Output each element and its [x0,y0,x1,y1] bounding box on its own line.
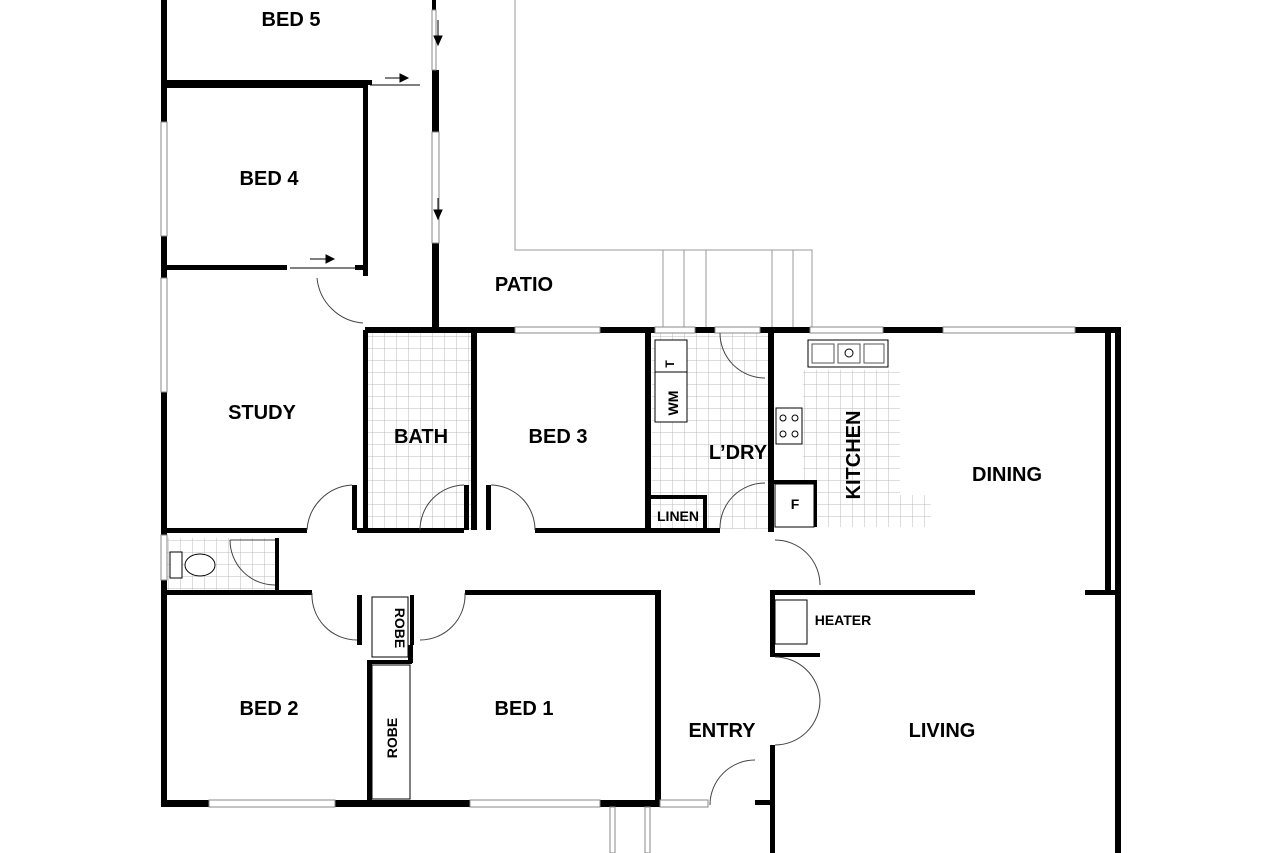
toilet-bowl [184,553,216,577]
linen-label: LINEN [657,508,699,524]
laundry-label: L’DRY [709,442,768,464]
bath-tiles [367,333,474,530]
windows [160,9,1076,853]
heater-label: HEATER [815,612,872,628]
kitchen-bench-gap [900,370,931,495]
trough [654,339,688,373]
bed5-label: BED 5 [262,9,321,31]
study-label: STUDY [228,402,296,424]
bath-label: BATH [394,426,448,448]
patio-label: PATIO [495,274,553,296]
toilet-tiles [167,538,275,593]
wm-label: WM [665,391,681,416]
bed2-label: BED 2 [240,698,299,720]
living-label: LIVING [909,720,976,742]
walls [161,0,1121,853]
tub-label: T [663,360,677,368]
fridge-box [774,483,815,528]
sliding-door-arrows [290,20,443,269]
fixtures [169,339,889,800]
kitchen-label: KITCHEN [843,411,865,500]
robe-box-b [371,664,411,800]
robe-box-a [371,596,409,658]
cooktop [775,407,803,445]
heater-box [774,599,808,645]
fridge-label: F [791,496,800,512]
entry-label: ENTRY [688,720,756,742]
dining-label: DINING [972,464,1042,486]
bed3-label: BED 3 [529,426,588,448]
doors [229,277,821,806]
patio-steps [662,250,794,328]
robe-label-left: ROBE [384,718,400,758]
bed4-label: BED 4 [240,168,300,190]
robe-label-top: ROBE [392,608,408,648]
wm-box [654,371,688,423]
bed1-label: BED 1 [495,698,554,720]
